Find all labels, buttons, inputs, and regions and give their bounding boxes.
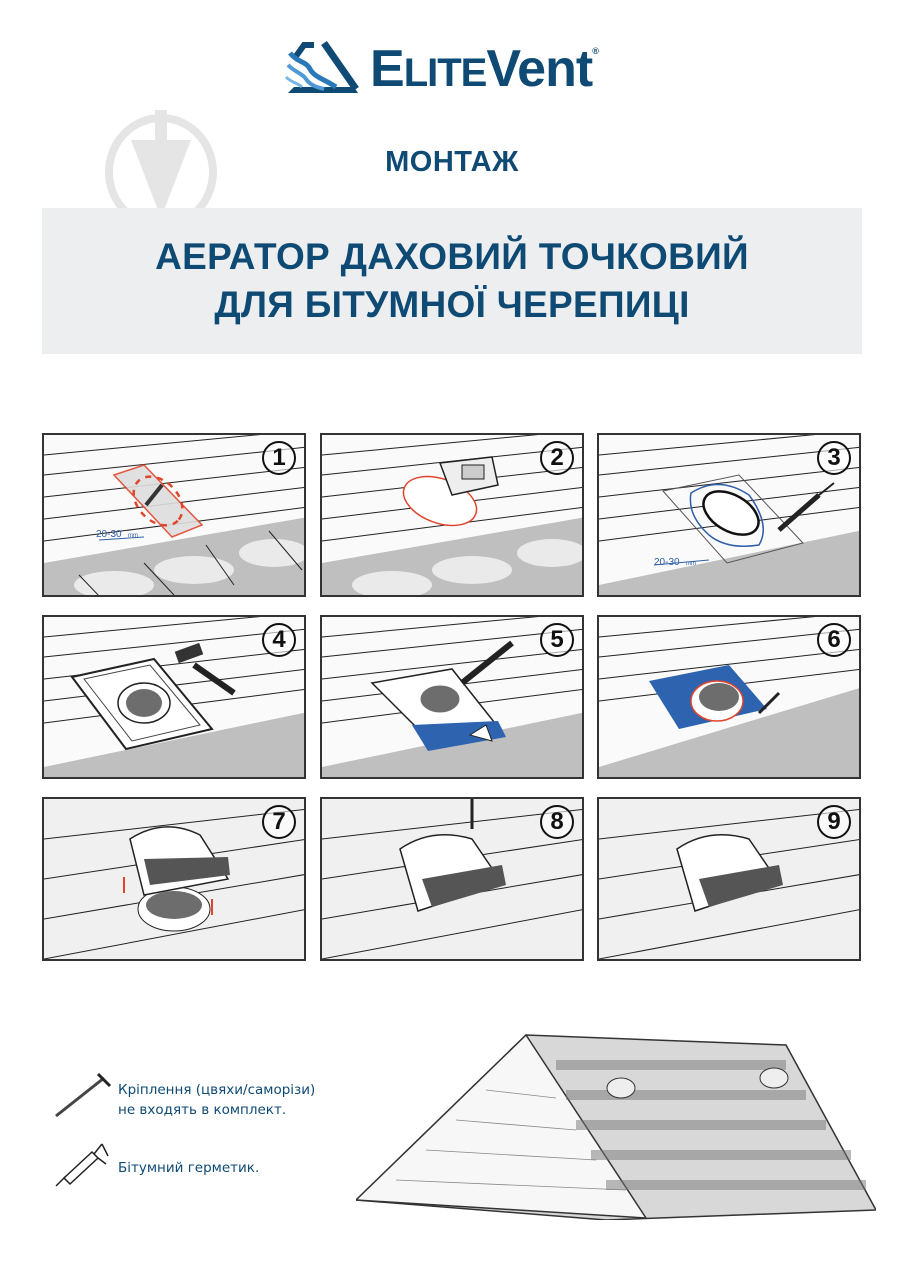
step-number-badge: 1 xyxy=(262,441,296,475)
section-title: МОНТАЖ xyxy=(385,146,519,178)
step-7-panel: 7 xyxy=(42,797,306,961)
step-number-badge: 9 xyxy=(817,805,851,839)
step-3-illustration: 20-30 mm xyxy=(599,435,859,595)
step-6-illustration xyxy=(599,617,859,777)
step-7-illustration xyxy=(44,799,304,959)
step-9-illustration xyxy=(599,799,859,959)
step-1-panel: 20-30 mm 1 xyxy=(42,433,306,597)
sealant-note: Бітумний герметик. xyxy=(118,1160,260,1176)
step-number-badge: 3 xyxy=(817,441,851,475)
svg-text:20-30: 20-30 xyxy=(654,557,680,568)
step-5-panel: 5 xyxy=(320,615,584,779)
brand-logo: ELITEVent® xyxy=(284,34,624,104)
nail-icon xyxy=(55,1072,112,1118)
step-1-illustration: 20-30 mm xyxy=(44,435,304,595)
step-number-badge: 6 xyxy=(817,623,851,657)
product-title-banner: АЕРАТОР ДАХОВИЙ ТОЧКОВИЙ ДЛЯ БІТУМНОЇ ЧЕ… xyxy=(42,208,862,354)
step-8-illustration xyxy=(322,799,582,959)
step-4-panel: 4 xyxy=(42,615,306,779)
step-2-panel: 2 xyxy=(320,433,584,597)
svg-text:mm: mm xyxy=(128,533,138,539)
step-6-panel: 6 xyxy=(597,615,861,779)
brand-wordmark: ELITEVent® xyxy=(370,40,599,98)
step-number-badge: 5 xyxy=(540,623,574,657)
svg-text:20-30: 20-30 xyxy=(96,529,122,540)
step-number-badge: 2 xyxy=(540,441,574,475)
roof-illustration xyxy=(356,1033,876,1220)
step-5-illustration xyxy=(322,617,582,777)
step-4-illustration xyxy=(44,617,304,777)
step-9-panel: 9 xyxy=(597,797,861,961)
product-title-line-1: АЕРАТОР ДАХОВИЙ ТОЧКОВИЙ xyxy=(155,236,749,277)
step-number-badge: 7 xyxy=(262,805,296,839)
svg-text:mm: mm xyxy=(686,561,696,567)
caulk-gun-icon xyxy=(55,1143,109,1187)
fasteners-note: Кріплення (цвяхи/саморізи) не входять в … xyxy=(118,1082,316,1118)
mountain-wave-icon xyxy=(284,41,359,93)
step-number-badge: 4 xyxy=(262,623,296,657)
step-8-panel: 8 xyxy=(320,797,584,961)
step-3-panel: 20-30 mm 3 xyxy=(597,433,861,597)
step-2-illustration xyxy=(322,435,582,595)
product-title-line-2: ДЛЯ БІТУМНОЇ ЧЕРЕПИЦІ xyxy=(214,284,690,325)
step-number-badge: 8 xyxy=(540,805,574,839)
